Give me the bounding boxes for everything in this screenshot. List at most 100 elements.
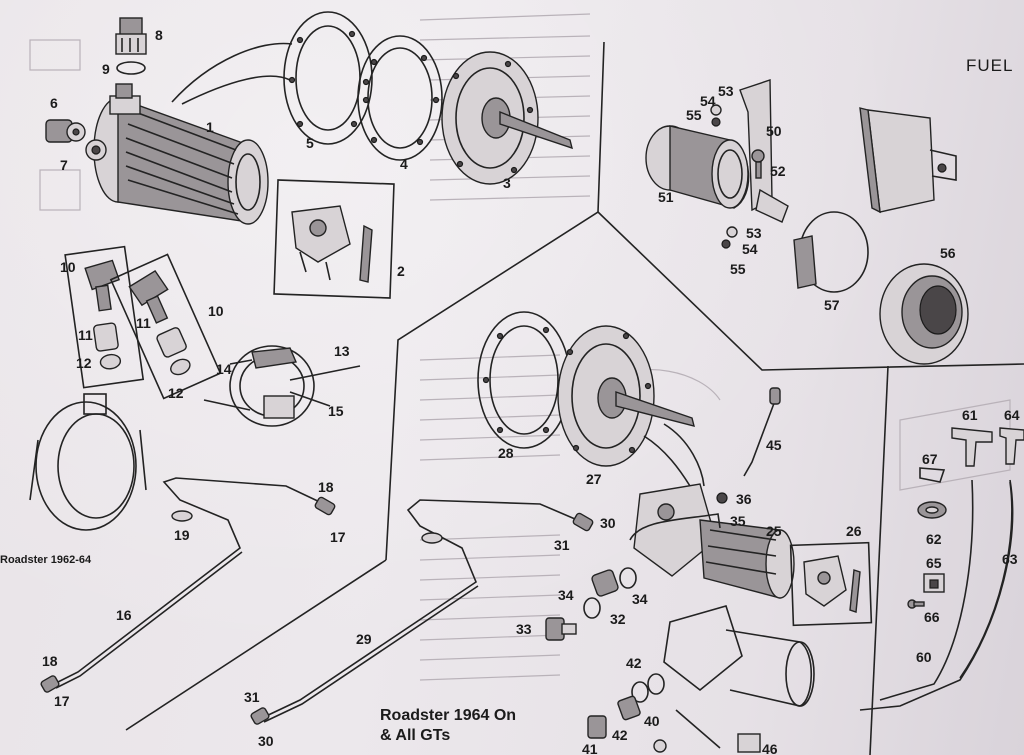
callout-15: 15 [328, 403, 344, 419]
pump-mounting-bracket-50 [739, 79, 789, 223]
sender-unit-27 [557, 325, 695, 467]
pump-mounting-clamp [203, 345, 361, 427]
gasket-5 [283, 11, 373, 145]
callout-55a: 55 [686, 107, 702, 123]
inlet-nozzle-group [64, 245, 145, 389]
callout-56: 56 [940, 245, 956, 261]
clip-67 [919, 467, 946, 483]
callout-66: 66 [924, 609, 940, 625]
callout-53a: 53 [718, 83, 734, 99]
callout-34a: 34 [558, 587, 574, 603]
callout-12b: 12 [168, 385, 184, 401]
callout-10a: 10 [60, 259, 76, 275]
callout-28: 28 [498, 445, 514, 461]
hose-60 [879, 479, 974, 701]
union-fitting [115, 17, 147, 55]
callout-2: 2 [397, 263, 405, 279]
callout-7: 7 [60, 157, 68, 173]
callout-53b: 53 [746, 225, 762, 241]
points-kit-box-26 [789, 541, 873, 627]
outlet-nozzle-group [109, 253, 222, 400]
callout-1: 1 [206, 119, 214, 135]
callout-54b: 54 [742, 241, 758, 257]
callout-17a: 17 [330, 529, 346, 545]
callout-4: 4 [400, 156, 408, 172]
callout-46: 46 [762, 741, 778, 755]
faded-pump-body [29, 393, 147, 531]
callout-32: 32 [610, 611, 626, 627]
caption-roadster-1964-on: Roadster 1964 On [380, 707, 517, 724]
tee-piece-64 [999, 427, 1024, 465]
faded-pump-body-lower [663, 605, 815, 707]
gasket-4 [357, 35, 443, 161]
callout-6: 6 [50, 95, 58, 111]
callout-34b: 34 [632, 591, 648, 607]
clip-65 [923, 573, 945, 593]
callout-64: 64 [1004, 407, 1020, 423]
callout-57: 57 [824, 297, 840, 313]
callout-67: 67 [922, 451, 938, 467]
callout-14: 14 [216, 361, 232, 377]
breather-pipe-45 [743, 397, 777, 477]
rubber-boot-56 [879, 263, 969, 365]
callout-25: 25 [766, 523, 782, 539]
pump-clamp-51 [645, 125, 750, 209]
callout-11b: 11 [136, 315, 151, 331]
section-title: FUEL [966, 56, 1014, 75]
fuel-pump-25 [629, 483, 795, 599]
hose-clip-57 [793, 211, 869, 293]
callout-61: 61 [962, 407, 978, 423]
callout-3: 3 [503, 175, 511, 191]
banjo-bolt [45, 119, 86, 143]
callout-11a: 11 [78, 327, 93, 343]
callout-55b: 55 [730, 261, 746, 277]
fuel-pipe-29 [261, 499, 583, 719]
banjo-fitting-32 [591, 569, 619, 597]
callout-18a: 18 [318, 479, 334, 495]
callout-19: 19 [174, 527, 190, 543]
points-kit-box [273, 179, 395, 299]
callout-51: 51 [658, 189, 674, 205]
callout-27: 27 [586, 471, 602, 487]
callout-65: 65 [926, 555, 942, 571]
callout-35: 35 [730, 513, 746, 529]
fuel-pump-cover-box [859, 107, 957, 214]
callout-36: 36 [736, 491, 752, 507]
callout-54a: 54 [700, 93, 716, 109]
callout-42a: 42 [626, 655, 642, 671]
section-dividers [125, 41, 1024, 755]
callout-26: 26 [846, 523, 862, 539]
callout-45: 45 [766, 437, 782, 453]
callout-12a: 12 [76, 355, 92, 371]
callout-31a: 31 [554, 537, 570, 553]
fuel-pump-assembly [85, 83, 269, 225]
callout-52: 52 [770, 163, 786, 179]
fibre-washer-9 [116, 61, 146, 75]
callout-42b: 42 [612, 727, 628, 743]
callout-30a: 30 [600, 515, 616, 531]
callout-60: 60 [916, 649, 932, 665]
tee-piece-61 [951, 427, 993, 467]
callout-8: 8 [155, 27, 163, 43]
callout-30b: 30 [258, 733, 274, 749]
banjo-bolt-33 [545, 617, 577, 641]
fuel-pipe-16 [53, 477, 325, 685]
callout-16: 16 [116, 607, 132, 623]
callout-10b: 10 [208, 303, 224, 319]
bolt-52 [751, 149, 765, 179]
gasket-28 [477, 311, 571, 449]
callout-63: 63 [1002, 551, 1018, 567]
caption-all-gts: & All GTs [380, 727, 451, 744]
callout-13: 13 [334, 343, 350, 359]
caption-roadster-1962-64: Roadster 1962-64 [0, 554, 92, 566]
callout-41: 41 [582, 741, 598, 755]
callout-17b: 17 [54, 693, 70, 709]
callout-31b: 31 [244, 689, 260, 705]
screw-66 [907, 599, 925, 609]
callout-5: 5 [306, 135, 314, 151]
callout-40: 40 [644, 713, 660, 729]
callout-29: 29 [356, 631, 372, 647]
callout-62: 62 [926, 531, 942, 547]
